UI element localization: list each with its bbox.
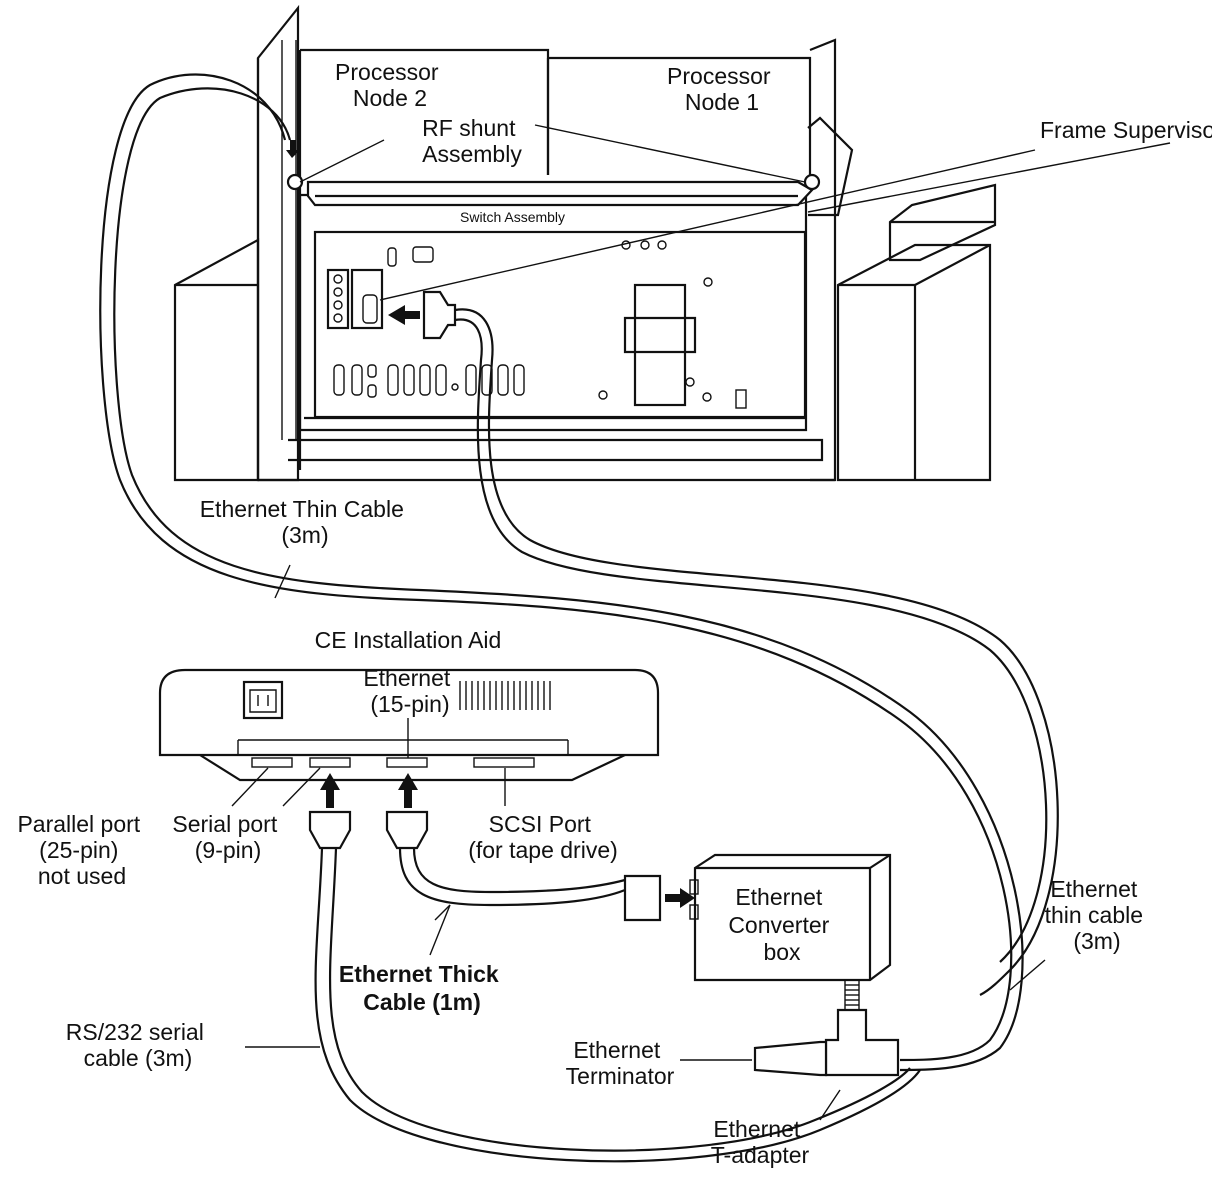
ethernet-thick-cable-label: Ethernet Thick Cable (1m) — [339, 961, 505, 1015]
plug-arrow-icon — [388, 305, 420, 325]
parallel-port-label: Parallel port (25-pin) not used — [17, 811, 146, 889]
converter-plug — [625, 876, 660, 920]
left-grille — [282, 40, 296, 440]
up-arrow-icon — [320, 773, 340, 808]
serial-port — [310, 758, 350, 767]
panel-connectors — [328, 241, 746, 408]
ethernet-15pin-port — [387, 758, 427, 767]
parallel-port — [252, 758, 292, 767]
ethernet-converter-box-label: Ethernet Converter box — [728, 884, 835, 965]
rs232-cable-label: RS/232 serial cable (3m) — [66, 1019, 210, 1071]
ethernet-15pin-label: Ethernet (15-pin) — [363, 665, 456, 717]
scsi-port-label: SCSI Port (for tape drive) — [468, 811, 618, 863]
vent-grille — [460, 681, 550, 710]
frame-supervisor-connector — [388, 292, 455, 338]
serial-port-label: Serial port (9-pin) — [172, 811, 283, 863]
ethernet-t-adapter-label: Ethernet T-adapter — [711, 1116, 810, 1168]
scsi-port — [474, 758, 534, 767]
processor-node-2-label: Processor Node 2 — [335, 59, 445, 111]
ethernet-thin-cable-right-label: Ethernet thin cable (3m) — [1045, 876, 1150, 954]
processor-node-1-label: Processor Node 1 — [667, 63, 777, 115]
up-arrow-icon — [398, 773, 418, 808]
left-side-box — [175, 240, 258, 480]
switch-assembly-label: Switch Assembly — [460, 209, 565, 225]
t-adapter — [826, 980, 898, 1075]
rf-shunt-label: RF shunt Assembly — [422, 115, 522, 167]
rf-shunt-screw-right — [805, 175, 819, 189]
ethernet-terminator — [755, 1042, 826, 1075]
ethernet-terminator-label: Ethernet Terminator — [566, 1037, 675, 1089]
ethernet-thick-connector — [387, 773, 427, 848]
right-side-boxes — [838, 185, 995, 480]
ce-installation-aid-label: CE Installation Aid — [315, 627, 502, 653]
rf-shunt-screw-left — [288, 175, 302, 189]
frame-supervisor-label: Frame Supervisor — [1040, 117, 1212, 143]
ethernet-thin-cable-top-label: Ethernet Thin Cable (3m) — [200, 496, 411, 548]
serial-connector — [310, 773, 350, 848]
